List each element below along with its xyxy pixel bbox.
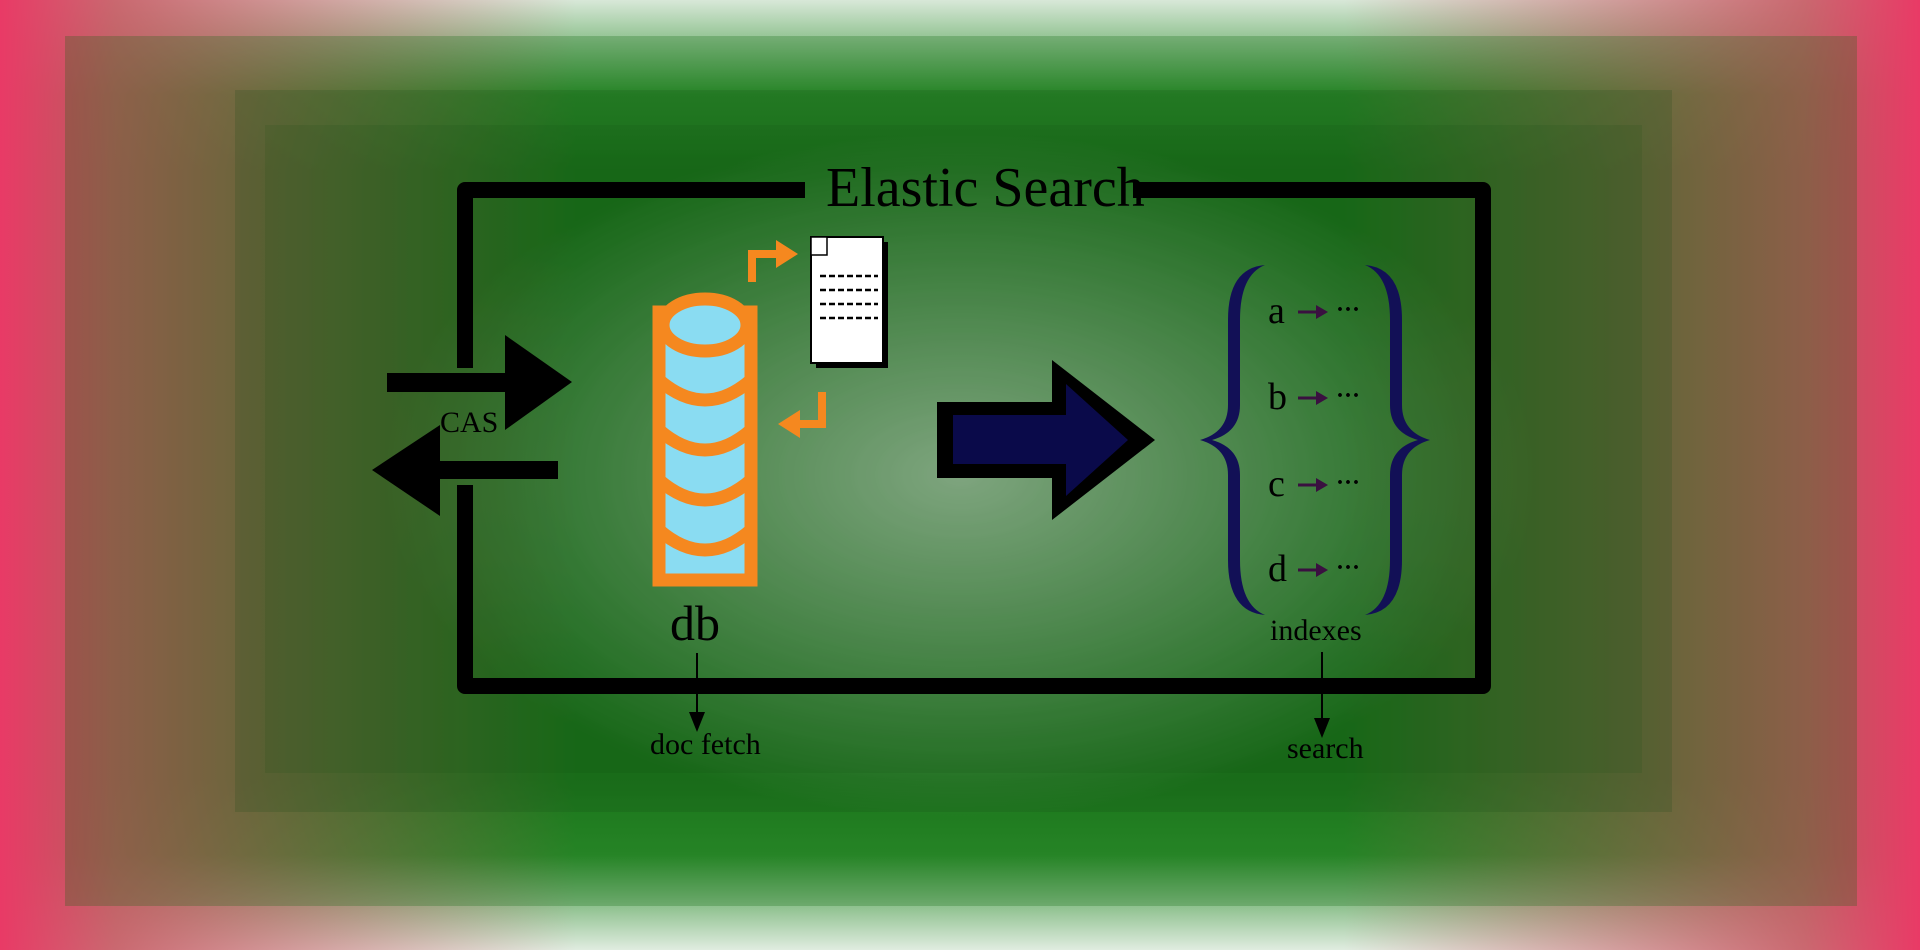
orange-up-arrow-head [776, 240, 798, 268]
index-arrows [1298, 305, 1328, 577]
indexes-label: indexes [1270, 614, 1362, 647]
left-brace-icon [1200, 265, 1265, 615]
diagram-title: Elastic Search [826, 157, 1145, 219]
index-value-c: ··· [1336, 470, 1361, 496]
right-arrow-icon [387, 335, 572, 430]
index-key-a: a [1268, 290, 1285, 332]
orange-return-arrow-head [778, 410, 800, 438]
orange-return-arrow-icon [796, 392, 826, 428]
left-arrow-icon [372, 425, 558, 516]
index-key-d: d [1268, 548, 1287, 590]
search-arrow-icon [1314, 652, 1330, 738]
elastic-search-frame [457, 182, 1491, 694]
doc-fetch-label: doc fetch [650, 728, 761, 761]
orange-up-arrow-icon [748, 250, 780, 282]
db-label: db [670, 595, 720, 651]
big-right-arrow-icon [937, 360, 1155, 520]
db-cylinder-icon [652, 292, 758, 587]
right-brace-icon [1365, 265, 1430, 615]
index-value-d: ··· [1336, 555, 1361, 581]
index-value-a: ··· [1336, 297, 1361, 323]
index-key-c: c [1268, 463, 1285, 505]
search-label: search [1287, 732, 1364, 765]
doc-fetch-arrow-icon [689, 653, 705, 732]
index-value-b: ··· [1336, 383, 1361, 409]
cas-label: CAS [440, 406, 499, 439]
index-key-b: b [1268, 376, 1287, 418]
document-icon [810, 236, 888, 368]
